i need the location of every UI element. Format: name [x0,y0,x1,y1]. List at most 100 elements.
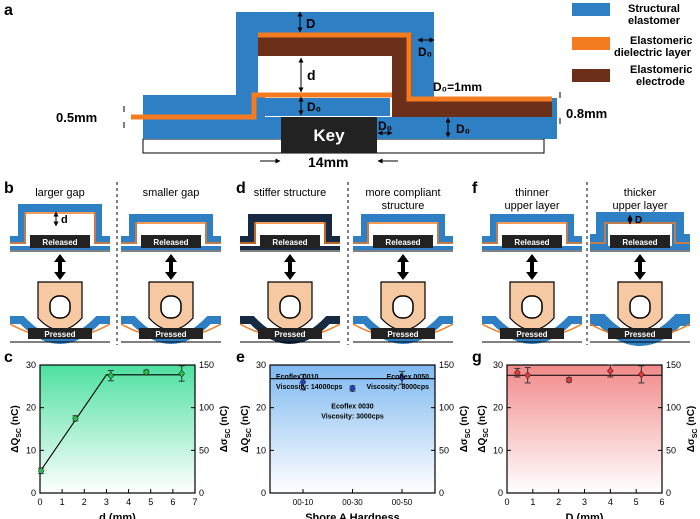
pressed-shell [240,316,340,344]
pressed-shell [10,316,110,344]
annotation-text: Viscosity: 8000cps [366,384,429,391]
dim-D0-eq: D₀=1mm [433,80,482,94]
data-point [514,368,521,377]
press-arrow-icon [634,254,646,280]
x-tick-label: 7 [192,497,197,507]
dim-D-top: D [306,16,315,31]
fingernail-icon [160,295,182,319]
y2-tick-label: 150 [666,360,681,370]
dim-right-thickness: 0.8mm [566,106,607,121]
fingernail-icon [49,295,71,319]
released-label: Released [622,238,657,247]
b-right-title: smaller gap [143,187,200,199]
released-label: Released [272,238,307,247]
annotation-text: Ecoflex 0010 [276,374,319,381]
annotation-text: Viscosity: 3000cps [321,413,384,420]
y-tick-label: 10 [256,445,266,455]
x-tick-label: 6 [659,497,664,507]
data-point [524,371,531,380]
y2-tick-label: 150 [439,360,454,370]
key-label: Key [313,126,345,145]
data-point [178,369,186,378]
pressed-key [139,328,203,339]
pressed-label: Pressed [155,330,186,339]
dim-d: d [307,67,316,83]
panel-a: a Key [4,2,692,170]
panel-label-e: e [236,349,245,366]
released-shell [353,214,453,244]
y-tick-label: 0 [31,488,36,498]
legend-dielectric-2: dielectric layer [614,47,692,59]
fingernail-icon [279,295,301,319]
row-2-schematics: b d f larger gap smaller gap stiffer str… [4,180,691,346]
panel-label-f: f [472,180,478,197]
data-point [565,376,573,384]
released-label: Released [385,238,420,247]
y2-axis-label: ΔσSC (nC) [219,406,232,453]
data-point [299,378,307,386]
pressed-shell [121,316,221,344]
released-key [30,235,90,248]
dielectric-bottom [131,92,392,120]
y-tick-label: 0 [498,488,503,498]
pressed-label: Pressed [274,330,305,339]
f-left-title-2: upper layer [504,200,559,212]
released-shell [590,212,690,246]
y2-axis-label: ΔσSC (nC) [686,406,699,453]
legend-structural-2: elastomer [628,15,681,27]
y-axis-label: ΔQSC (nC) [240,405,253,452]
pressed-shell [482,316,582,344]
data-point [107,371,115,380]
x-tick-label: 00-50 [392,498,413,507]
released-label: Released [514,238,549,247]
y2-tick-label: 100 [666,403,681,413]
legend-swatch-electrode [572,69,610,82]
x-tick-label: 3 [104,497,109,507]
released-key [502,235,562,248]
x-tick-label: 5 [148,497,153,507]
released-dielectric [482,222,582,244]
legend: Structural elastomer Elastomeric dielect… [572,3,692,88]
y2-axis-label: ΔσSC (nC) [459,406,472,453]
annotation-text: Viscosity: 14000cps [276,384,343,391]
released-dielectric [240,222,340,244]
thickness-label: D [635,215,642,226]
released-key [260,235,320,248]
data-point [72,414,79,423]
panel-label-b: b [4,180,14,197]
y-tick-label: 10 [493,445,503,455]
press-arrow-icon [54,254,66,280]
x-tick-label: 2 [82,497,87,507]
x-tick-label: 3 [582,497,587,507]
y2-tick-label: 50 [666,445,676,455]
released-shell [121,214,221,244]
dim-D0-right: D₀ [418,45,432,59]
data-point [638,370,645,379]
b-left-title: larger gap [35,187,85,199]
y-tick-label: 30 [256,360,266,370]
pressed-label: Pressed [44,330,75,339]
press-arrow-icon [165,254,177,280]
x-tick-label: 2 [556,497,561,507]
x-tick-label: 0 [504,497,509,507]
legend-dielectric-1: Elastomeric [630,35,692,47]
x-axis-label: d (mm) [99,512,136,519]
released-label: Released [42,238,77,247]
key-block [281,117,377,153]
panel-label-d: d [236,180,246,197]
dim-left-thickness: 0.5mm [56,110,97,125]
data-point [607,367,614,375]
released-dielectric [353,222,453,244]
d-left-title: stiffer structure [254,187,327,199]
f-right-title-2: upper layer [612,200,667,212]
y-axis-label: ΔQSC (nC) [477,405,490,452]
x-tick-label: 1 [530,497,535,507]
gap-label: d [61,214,68,226]
y-tick-label: 30 [26,360,36,370]
